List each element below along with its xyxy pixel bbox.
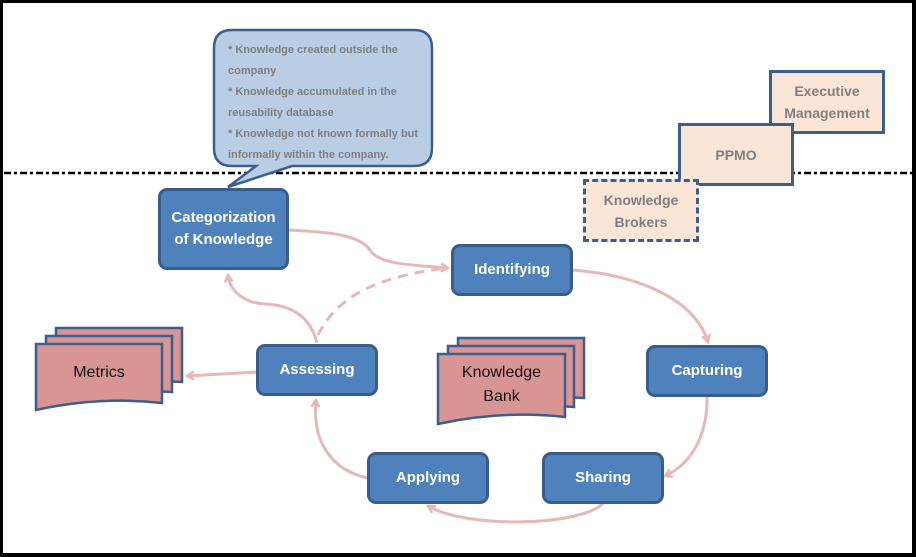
arrow-categorization-to-identifying (287, 228, 448, 268)
ppmo-label: PPMO (715, 146, 757, 163)
capturing-label: Capturing (671, 362, 743, 379)
arrow-assessing-to-identifying-dashed (316, 266, 448, 336)
executive-management-box: Executive Management (769, 70, 885, 134)
arrow-applying-to-assessing (315, 400, 369, 480)
applying-node[interactable]: Applying (367, 452, 489, 504)
categorization-line1: Categorization (171, 209, 276, 226)
assessing-node[interactable]: Assessing (256, 344, 378, 396)
arrow-assessing-to-categorization (228, 275, 319, 344)
callout-line: informally within the company. (228, 149, 389, 161)
knowledge-brokers-box: Knowledge Brokers (583, 179, 699, 242)
capturing-node[interactable]: Capturing (646, 345, 768, 397)
callout-line: reusability database (228, 107, 334, 119)
arrow-assessing-to-metrics (187, 370, 258, 376)
knowledge-bank-line2: Bank (483, 388, 520, 405)
assessing-label: Assessing (279, 361, 355, 378)
executive-management-line2: Management (784, 105, 870, 121)
executive-management-line1: Executive (794, 83, 860, 99)
callout-line: * Knowledge accumulated in the (228, 86, 397, 98)
metrics-label: Metrics (73, 364, 125, 381)
callout-bubble (212, 28, 434, 189)
knowledge-brokers-line1: Knowledge (603, 191, 679, 208)
knowledge-bank-document-stack (436, 336, 586, 426)
metrics-document-stack (34, 326, 184, 412)
knowledge-bank-label: Knowledge Bank (438, 354, 565, 416)
callout-line: * Knowledge not known formally but (228, 128, 419, 140)
arrow-sharing-to-applying (428, 501, 605, 524)
sharing-node[interactable]: Sharing (542, 452, 664, 504)
identifying-label: Identifying (474, 261, 550, 278)
knowledge-brokers-line2: Brokers (614, 213, 668, 230)
callout-line: company (228, 65, 277, 77)
callout-line: * Knowledge created outside the (228, 44, 398, 56)
ppmo-box: PPMO (678, 123, 794, 186)
sharing-label: Sharing (575, 469, 631, 486)
arrow-capturing-to-sharing (665, 394, 709, 476)
categorization-node[interactable]: Categorization of Knowledge (158, 188, 289, 270)
callout-text: * Knowledge created outside the company … (228, 40, 428, 166)
knowledge-bank-line1: Knowledge (461, 364, 542, 381)
identifying-node[interactable]: Identifying (451, 244, 573, 296)
applying-label: Applying (395, 469, 461, 486)
arrow-identifying-to-capturing (571, 268, 708, 342)
categorization-line2: of Knowledge (174, 231, 273, 248)
